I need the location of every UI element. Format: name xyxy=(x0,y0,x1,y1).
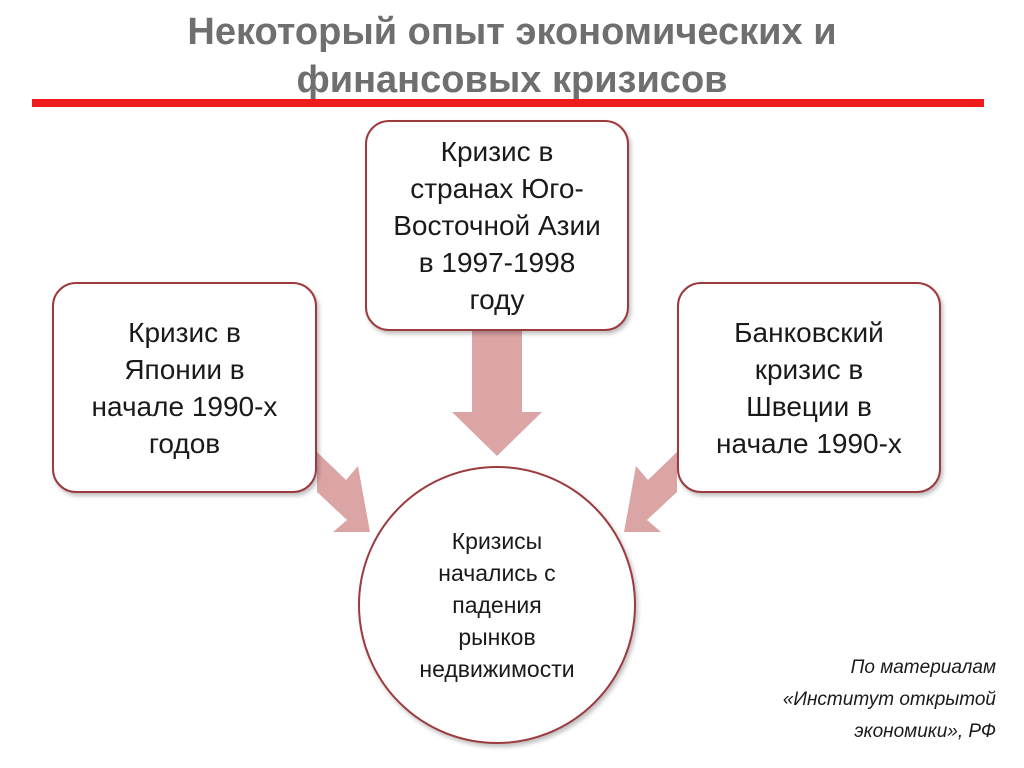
page-title: Некоторый опыт экономических и финансовы… xyxy=(40,8,984,104)
node-text-line: Швеции в xyxy=(746,390,872,422)
node-text-line: Кризис в xyxy=(440,136,554,167)
node-sweden-crisis: Банковский кризис в Швеции в начале 1990… xyxy=(677,282,941,493)
node-text-line: начались с xyxy=(438,560,556,586)
node-sweden-crisis-text: Банковский кризис в Швеции в начале 1990… xyxy=(716,314,902,462)
node-text-line: Кризис в xyxy=(128,316,241,348)
node-asia-crisis: Кризис в странах Юго- Восточной Азии в 1… xyxy=(365,120,629,331)
node-real-estate-cause: Кризисы начались с падения рынков недвиж… xyxy=(358,466,636,744)
arrow-right-to-center xyxy=(624,452,677,532)
node-text-line: в 1997-1998 xyxy=(418,247,576,278)
source-note-line: экономики», РФ xyxy=(854,721,996,742)
node-text-line: году xyxy=(469,284,525,315)
page-title-line-1: Некоторый опыт экономических и xyxy=(187,11,837,53)
arrow-top-to-center xyxy=(452,331,542,456)
node-text-line: Кризисы xyxy=(451,528,543,554)
source-note-line: По материалам xyxy=(850,657,996,678)
node-text-line: начале 1990-х xyxy=(716,427,902,459)
node-text-line: Банковский xyxy=(734,316,884,348)
node-text-line: кризис в xyxy=(754,353,864,385)
node-text-line: начале 1990-х xyxy=(91,390,278,422)
node-text-line: рынков xyxy=(458,624,536,650)
node-text-line: недвижимости xyxy=(419,656,575,682)
node-japan-crisis: Кризис в Японии в начале 1990-х годов xyxy=(52,282,317,493)
source-note-line: «Институт открытой xyxy=(782,689,996,710)
node-text-line: странах Юго- xyxy=(410,173,584,204)
node-text-line: Японии в xyxy=(124,353,245,385)
node-asia-crisis-text: Кризис в странах Юго- Восточной Азии в 1… xyxy=(393,133,601,318)
node-japan-crisis-text: Кризис в Японии в начале 1990-х годов xyxy=(92,314,278,462)
node-real-estate-cause-text: Кризисы начались с падения рынков недвиж… xyxy=(419,525,574,685)
arrow-left-to-center xyxy=(317,452,370,532)
node-text-line: Восточной Азии xyxy=(393,210,601,241)
page-title-line-2: финансовых кризисов xyxy=(296,59,728,101)
source-note: По материалам «Институт открытой экономи… xyxy=(696,652,996,748)
node-text-line: годов xyxy=(148,427,221,459)
node-text-line: падения xyxy=(452,592,542,618)
title-underline xyxy=(32,99,984,107)
